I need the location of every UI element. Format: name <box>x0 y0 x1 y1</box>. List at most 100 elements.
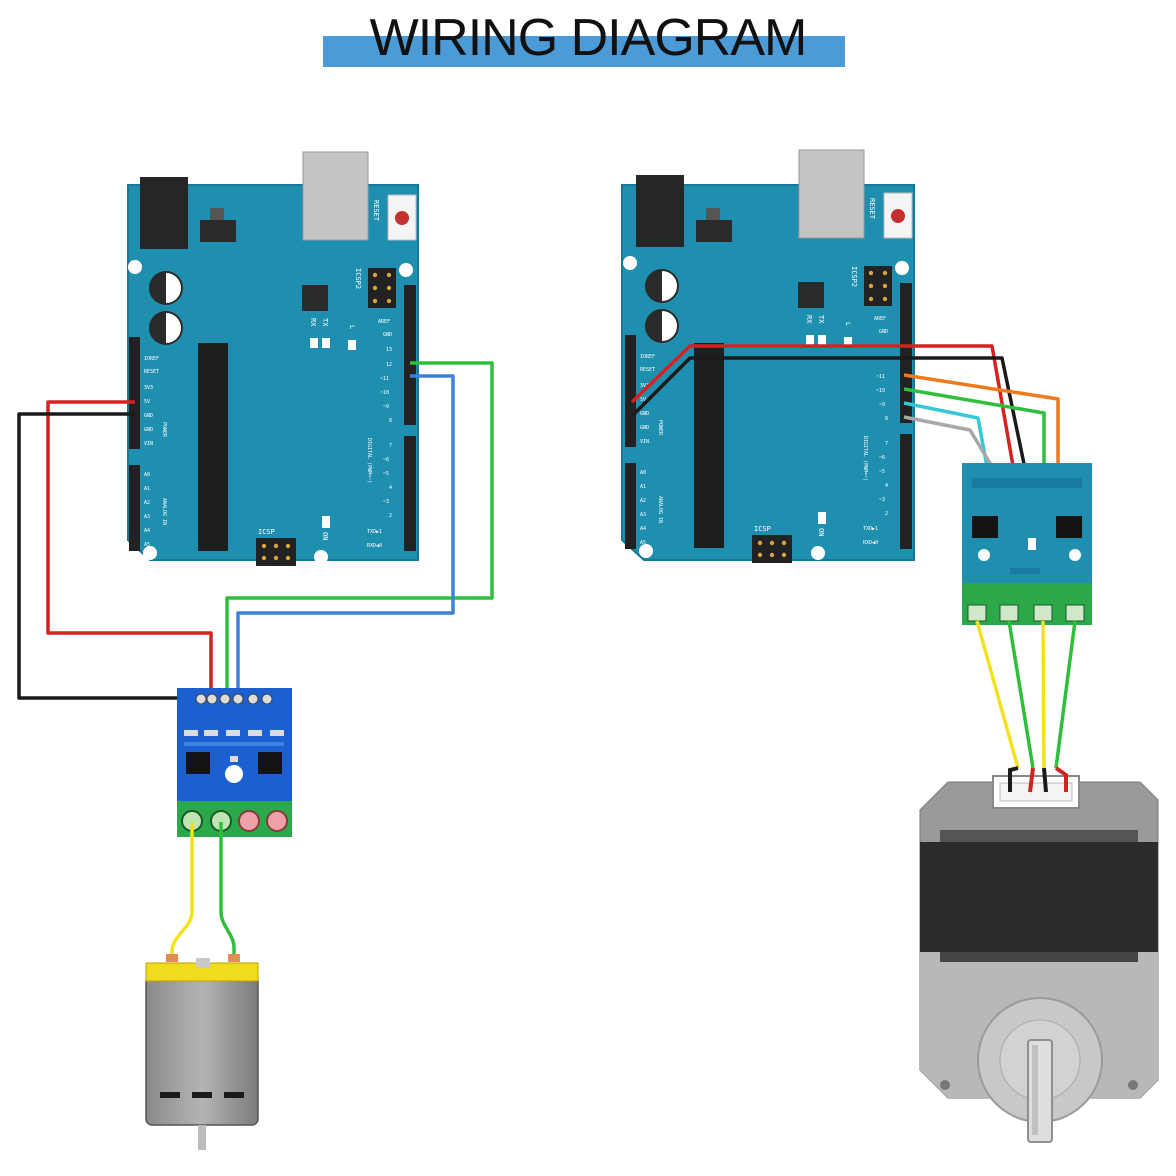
arduino-board-right: RESET ICSP2 ICSP TX RX L ON AREF GND IOR… <box>621 149 915 563</box>
reset-label: RESET <box>372 200 380 222</box>
analog-pin-label: A0 <box>144 472 150 478</box>
power-pin-label: 5V <box>144 399 150 405</box>
aref-label: AREF <box>874 316 886 322</box>
digital-pin-label: ~3 <box>383 499 389 505</box>
power-pin-label: GND <box>640 411 649 417</box>
terminal-screw <box>1065 604 1085 622</box>
microcontroller-chip <box>694 343 724 548</box>
wire-green-motor <box>219 822 236 962</box>
icsp-header <box>256 538 296 566</box>
digital-pin-label: RXD◀0 <box>863 540 878 546</box>
on-label: ON <box>321 532 329 540</box>
wire-blue-pin11 <box>236 374 455 698</box>
wire-green-coil <box>1007 620 1035 769</box>
wires-stepper-motor <box>975 620 1077 769</box>
digital-pin-label: ~9 <box>383 404 389 410</box>
driver-chip <box>186 752 210 774</box>
wire-green-pin10 <box>903 387 1046 483</box>
power-header <box>625 335 636 447</box>
gnd-label: GND <box>383 332 392 338</box>
wire-red-5v <box>630 344 1018 484</box>
driver-chip <box>258 752 282 774</box>
digital-pin-label: 8 <box>885 416 888 422</box>
wire-green-pin12 <box>225 361 494 698</box>
terminal-screw <box>999 604 1019 622</box>
analog-pin-label: A5 <box>640 540 646 546</box>
icsp-label: ICSP <box>754 525 771 533</box>
power-pin-label: RESET <box>640 367 655 373</box>
wires-left <box>17 361 494 700</box>
digital-pin-label: ~11 <box>876 374 885 380</box>
wire-yellow-coil <box>975 620 1020 769</box>
wire-black-gnd <box>630 356 1030 484</box>
wires-dc-motor <box>170 822 236 962</box>
dc-motor <box>145 954 259 1150</box>
digital-pin-label: ~5 <box>383 471 389 477</box>
digital-pin-label: ~6 <box>383 457 389 463</box>
power-jack <box>140 177 188 249</box>
digital-pin-label: TXD▶1 <box>367 529 382 535</box>
digital-pin-label: ~3 <box>879 497 885 503</box>
analog-pin-label: A1 <box>640 484 646 490</box>
digital-pin-label: ~6 <box>879 455 885 461</box>
rx-label: RX <box>309 318 317 327</box>
digital-pin-label: 13 <box>386 347 392 353</box>
arduino-board-left: RESET ICSP2 ICSP TX RX L ON AREF GND IOR… <box>127 151 419 566</box>
led-l-label: L <box>844 322 852 326</box>
gnd-label: GND <box>879 329 888 335</box>
digital-header-bottom <box>900 434 912 549</box>
digital-header-bottom <box>404 436 416 551</box>
rx-label: RX <box>805 315 813 324</box>
power-title: POWER <box>657 420 663 436</box>
power-pin-label: 3V3 <box>640 383 649 389</box>
digital-pin-label: 12 <box>386 362 392 368</box>
driver-chip <box>972 516 998 538</box>
wire-red-5v <box>46 400 213 698</box>
analog-pin-label: A1 <box>144 486 150 492</box>
analog-title: ANALOG IN <box>657 496 663 523</box>
digital-pin-label: 7 <box>885 441 888 447</box>
power-pin-label: GND <box>640 425 649 431</box>
power-pin-label: IOREF <box>144 356 159 362</box>
tx-label: TX <box>817 315 825 324</box>
wire-yellow-coil <box>1041 620 1046 769</box>
analog-pin-label: A3 <box>144 514 150 520</box>
power-pin-label: 3V3 <box>144 385 153 391</box>
led-l-label: L <box>348 325 356 329</box>
analog-pin-label: A5 <box>144 542 150 548</box>
digital-pin-label: 2 <box>885 511 888 517</box>
power-title: POWER <box>161 422 167 438</box>
digital-pin-label: 2 <box>389 513 392 519</box>
digital-pin-label: ~11 <box>380 376 389 382</box>
driver-chip <box>1056 516 1082 538</box>
usb-port <box>302 151 369 241</box>
digital-pin-label: ~10 <box>380 390 389 396</box>
digital-pin-label: ~5 <box>879 469 885 475</box>
wire-yellow-motor <box>170 822 194 962</box>
digital-pin-label: RXD◀0 <box>367 543 382 549</box>
wire-cyan-pin9 <box>903 401 992 484</box>
terminal-screw <box>967 604 987 622</box>
title-area: WIRING DIAGRAM <box>0 0 1176 80</box>
wire-orange-pin11 <box>903 373 1060 483</box>
microcontroller-chip <box>198 343 228 551</box>
motor-shaft <box>1027 1039 1053 1143</box>
digital-pin-label: 7 <box>389 443 392 449</box>
wires-right <box>630 344 1060 484</box>
digital-title: DIGITAL (PWM=~) <box>366 438 372 483</box>
power-pin-label: RESET <box>144 369 159 375</box>
dc-motor-driver <box>177 688 292 837</box>
icsp-label: ICSP <box>258 528 275 536</box>
diagram-title: WIRING DIAGRAM <box>369 9 808 67</box>
power-pin-label: IOREF <box>640 354 655 360</box>
reset-button <box>387 194 417 241</box>
analog-pin-label: A4 <box>144 528 150 534</box>
power-pin-label: GND <box>144 413 153 419</box>
digital-pin-label: 4 <box>885 483 888 489</box>
analog-pin-label: A2 <box>640 498 646 504</box>
power-pin-label: VIN <box>640 439 649 445</box>
icsp2-label: ICSP2 <box>354 268 362 289</box>
icsp2-label: ICSP2 <box>850 266 858 287</box>
icsp2-header <box>368 268 396 308</box>
terminal-screw <box>238 810 260 832</box>
